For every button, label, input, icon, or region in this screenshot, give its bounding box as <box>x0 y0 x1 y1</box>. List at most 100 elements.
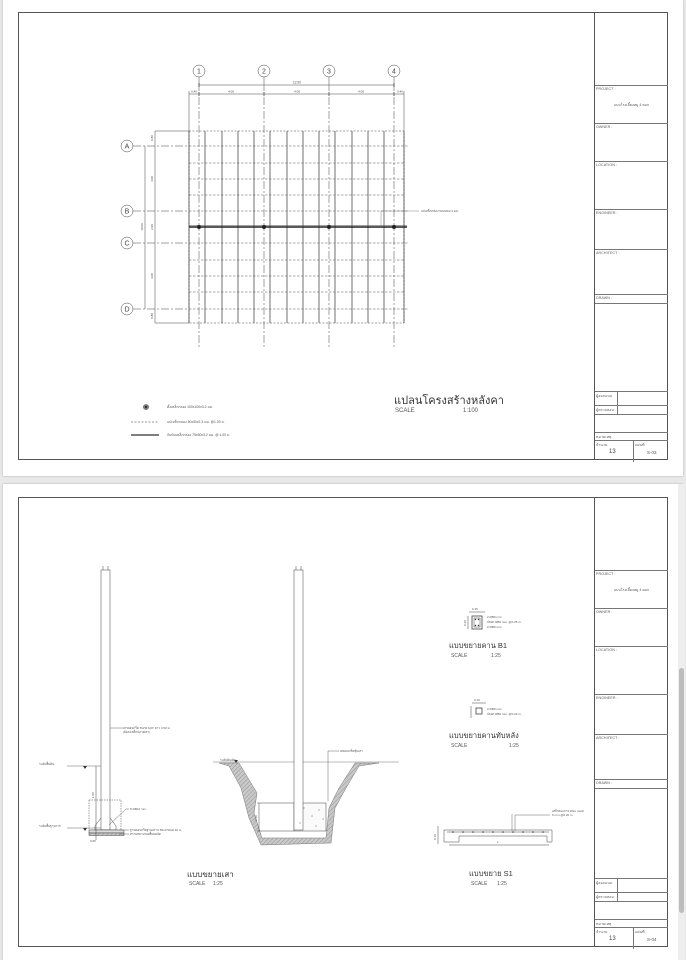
designer-label: ผู้ออกแบบ <box>596 881 613 885</box>
details-graphic: เสาคอนกรีต ขนาด 6x6" ยาว 4.50 ม. (ฝังลงเ… <box>39 566 585 846</box>
sand-note: ทรายหยาบรองพื้นบดอัด <box>130 831 161 836</box>
lintel-title: แบบขยายคานทับหลัง <box>449 731 519 740</box>
slab-s1-scale: SCALE 1:25 <box>471 881 507 887</box>
tb-owner: OWNER : <box>595 123 668 161</box>
total-label: จำนวน <box>596 443 608 447</box>
grid-label-b: B <box>125 209 130 216</box>
designer-label: ผู้ออกแบบ <box>596 394 613 398</box>
tb-architect: ARCHITECT : <box>595 734 668 778</box>
grid-label-4: 4 <box>392 69 396 76</box>
tb-note: หมายเหตุ <box>595 919 668 927</box>
scale-label: SCALE <box>471 881 488 887</box>
grid-label-a: A <box>125 144 130 151</box>
tb-owner: OWNER : <box>595 608 668 646</box>
grid-label-c: C <box>124 241 129 248</box>
footing-note: ฐานคอนกรีตฐานเสา 0.50x0.50x0.10 m. <box>130 828 182 832</box>
total-sheets: 13 <box>609 449 616 455</box>
scale-value: 1:25 <box>491 653 501 659</box>
scale-label: SCALE <box>395 408 415 414</box>
grid-label-d: D <box>124 307 129 314</box>
drawing-title: แปลนโครงสร้างหลังคา <box>394 395 504 407</box>
b1-note-1: 2-RB9 mm. <box>487 615 502 619</box>
detail-drawings: เสาคอนกรีต ขนาด 6x6" ยาว 4.50 ม. (ฝังลงเ… <box>19 498 594 946</box>
beam-b1-scale: SCALE 1:25 <box>451 653 501 659</box>
title-block: PROJECT : แบบโรงเลี้ยงหมู 4 คอก OWNER : … <box>594 13 668 462</box>
project-label: PROJECT : <box>596 572 616 576</box>
b1-width: 0.15 <box>472 607 478 611</box>
roof-structure-plan: 1 2 3 4 A B C D 12.00 0.40 4.00 4.00 4.0… <box>19 13 594 459</box>
b1-height: 0.20 <box>463 620 467 626</box>
tb-blank <box>595 303 668 391</box>
scale-value: 1:25 <box>509 743 519 749</box>
scale-value: 1:25 <box>497 881 507 887</box>
owner-label: OWNER : <box>596 610 613 614</box>
tb-location: LOCATION : <box>595 161 668 207</box>
dim-sand: 0.05 <box>90 839 96 843</box>
dim-left-top: 0.80 <box>150 135 154 141</box>
sheet-s04: เสาคอนกรีต ขนาด 6x6" ยาว 4.50 ม. (ฝังลงเ… <box>3 484 683 960</box>
dim-height: 1.00 <box>91 792 95 798</box>
dim-left-cd: 4.00 <box>150 273 154 279</box>
footing-level: ระดับพื้นฐานราก <box>39 823 61 828</box>
pit-depth: 0.40 <box>254 815 258 821</box>
tb-architect: ARCHITECT : <box>595 249 668 293</box>
dim-span-2: 4.00 <box>294 90 300 94</box>
dim-left-total: 10.00 <box>140 223 144 231</box>
tb-spacer <box>595 414 668 432</box>
grid-label-3: 3 <box>327 69 331 76</box>
tb-project: PROJECT : แบบโรงเลี้ยงหมู 4 คอก <box>595 85 668 123</box>
legend-rafter: จันทันเหล็กกล่อง 75x50x3.2 มม. @ 1.00 ม. <box>167 433 231 437</box>
title-block: PROJECT : แบบโรงเลี้ยงหมู 4 คอก OWNER : … <box>594 498 668 949</box>
tb-engineer: ENGINEER : <box>595 694 668 734</box>
tb-spacer <box>595 901 668 919</box>
architect-label: ARCHITECT : <box>596 736 620 740</box>
legend-purlin: แปเหล็กกล่อง 50x50x2.3 มม. @1.00 ม. <box>167 420 225 424</box>
dim-span-3: 4.00 <box>358 90 364 94</box>
tb-location: LOCATION : <box>595 646 668 692</box>
tb-drawn: DRAWN : <box>595 294 668 302</box>
tb-designer: ผู้ออกแบบ <box>595 878 668 893</box>
lintel-note-1: 2-RB9 mm. <box>487 707 502 711</box>
dim-edge-right: 0.40 <box>397 90 403 94</box>
tb-drawn: DRAWN : <box>595 779 668 787</box>
purlin-callout: แปเหล็กกล่อง 50x50x2.3 มม. <box>421 207 459 213</box>
sheet-label: แผ่นที่ <box>635 930 645 934</box>
drawing-frame: 1 2 3 4 A B C D 12.00 0.40 4.00 4.00 4.0… <box>18 12 668 462</box>
dim-total-width: 12.00 <box>293 81 301 85</box>
tb-engineer: ENGINEER : <box>595 209 668 249</box>
drawing-scale: SCALE 1:100 <box>395 408 478 414</box>
tb-note: หมายเหตุ <box>595 432 668 440</box>
owner-label: OWNER : <box>596 125 613 129</box>
lintel-scale: SCALE 1:25 <box>451 743 519 749</box>
total-label: จำนวน <box>596 930 608 934</box>
pit-concrete-note: เทคอนกรีตหุ้มเสา <box>340 749 363 754</box>
checker-label: ผู้ตรวจสอบ <box>596 895 614 899</box>
scale-value: 1:100 <box>463 408 479 414</box>
b1-note-2: ปลอก RB6 mm. @0.25 m. <box>487 620 522 624</box>
location-label: LOCATION : <box>596 163 618 167</box>
s1-note-1: เหล็กตะแกรง Wire mesh <box>552 807 585 813</box>
dim-left-bottom: 0.80 <box>150 313 154 319</box>
tb-sheet-info: จำนวน 13 แผ่นที่ S-04 <box>595 927 668 949</box>
grid-label-1: 1 <box>197 69 201 76</box>
lintel-width: 0.10 <box>474 698 480 702</box>
project-label: PROJECT : <box>596 87 616 91</box>
slab-s1-title: แบบขยาย S1 <box>469 869 513 878</box>
sheet-number: S-03 <box>647 450 657 455</box>
dim-left-ab: 4.00 <box>150 176 154 182</box>
tb-blank <box>595 788 668 876</box>
checker-label: ผู้ตรวจสอบ <box>596 408 614 412</box>
scale-label: SCALE <box>451 653 468 659</box>
project-value: แบบโรงเลี้ยงหมู 4 คอก <box>613 103 650 107</box>
tb-project: PROJECT : แบบโรงเลี้ยงหมู 4 คอก <box>595 570 668 608</box>
tb-checker: ผู้ตรวจสอบ <box>595 405 668 415</box>
scale-label: SCALE <box>451 743 468 749</box>
beam-b1-title: แบบขยายคาน B1 <box>449 641 508 650</box>
legend-column: ตั้งเหล็กกล่อง 100x100x3.2 มม. <box>167 405 213 409</box>
note-label: หมายเหตุ <box>596 922 612 926</box>
project-value: แบบโรงเลี้ยงหมู 4 คอก <box>613 588 650 592</box>
scrollbar-thumb[interactable] <box>679 668 684 913</box>
total-sheets: 13 <box>609 936 616 942</box>
